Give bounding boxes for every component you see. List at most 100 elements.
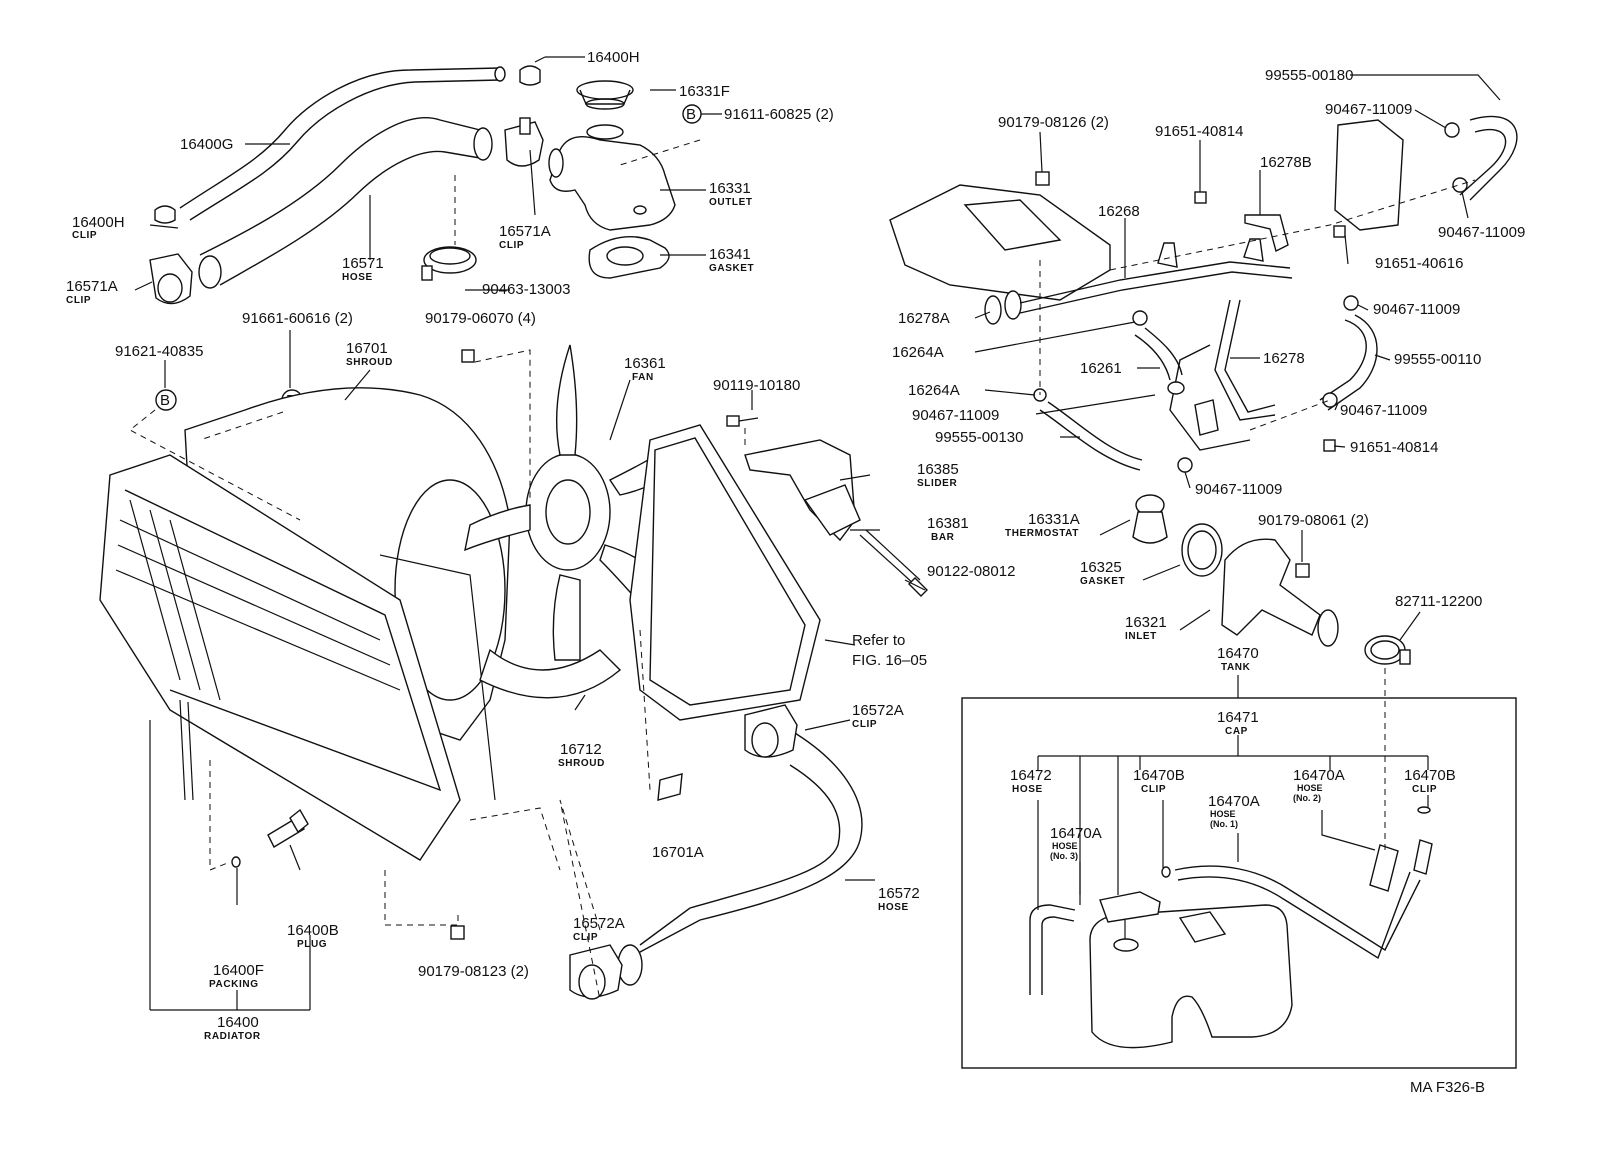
sublabel-16472: HOSE	[1012, 784, 1043, 795]
label-16572a-top: 16572A	[852, 702, 904, 719]
sublabel-outlet: OUTLET	[709, 197, 753, 208]
label-16400f: 16400F	[213, 962, 264, 979]
hose-16261-drawing	[1134, 327, 1185, 395]
sublabel-16471: CAP	[1225, 726, 1248, 737]
label-16571: 16571	[342, 255, 384, 272]
water-bypass-pipe-16268-drawing	[1019, 238, 1293, 314]
sublabel-16470b-a: CLIP	[1141, 784, 1166, 795]
circle-marker-b-left: B	[155, 389, 177, 411]
label-16470: 16470	[1217, 645, 1259, 662]
label-16381: 16381	[927, 515, 969, 532]
label-90467-11009-f: 90467-11009	[1195, 481, 1282, 498]
sublabel-16470: TANK	[1221, 662, 1251, 673]
label-16470a-no2: 16470A	[1293, 767, 1345, 784]
upper-bypass-hose-drawing	[179, 66, 506, 221]
sublabel-gasket-16341: GASKET	[709, 263, 754, 274]
sublabel-16571a-left: CLIP	[66, 295, 91, 306]
label-16400h-clip: 16400H	[72, 214, 125, 231]
label-16400g: 16400G	[180, 136, 233, 153]
label-16572a-bottom: 16572A	[573, 915, 625, 932]
thermostat-gasket-16325-drawing	[1181, 523, 1223, 577]
note-16470a-no1: (No. 1)	[1210, 819, 1238, 829]
label-16400: 16400	[217, 1014, 259, 1031]
label-91661-60616: 91661-60616 (2)	[242, 310, 353, 327]
packing-16400f-drawing	[231, 856, 241, 868]
sublabel-16400f: PACKING	[209, 979, 259, 990]
sublabel-16701: SHROUD	[346, 357, 393, 368]
label-16701: 16701	[346, 340, 388, 357]
labels: 16400H 16331F 91611-60825 (2) 16400G 163…	[66, 49, 1525, 1096]
label-90467-11009-e: 90467-11009	[912, 407, 999, 424]
slider-and-bar-drawing	[744, 439, 928, 597]
radiator-16400-drawing	[99, 454, 461, 861]
label-90467-11009-d: 90467-11009	[1340, 402, 1427, 419]
label-16341: 16341	[709, 246, 751, 263]
sublabel-16470a-no2: HOSE	[1297, 783, 1323, 793]
drain-plug-16400b-drawing	[267, 808, 309, 848]
label-91651-40814-top: 91651-40814	[1155, 123, 1243, 140]
label-16321: 16321	[1125, 614, 1167, 631]
radiator-cap-16331f-drawing	[576, 80, 634, 110]
label-16471: 16471	[1217, 709, 1259, 726]
water-pipe-16278-drawing	[1169, 299, 1276, 451]
label-99555-00130: 99555-00130	[935, 429, 1023, 446]
label-90467-11009-a: 90467-11009	[1325, 101, 1412, 118]
label-90467-11009-b: 90467-11009	[1438, 224, 1525, 241]
water-inlet-16321-drawing	[1221, 538, 1339, 647]
reservoir-cap-16471-drawing	[1099, 891, 1161, 952]
hose-clip-16572a-bottom-drawing	[569, 944, 623, 1000]
reference-line1: Refer to	[852, 632, 905, 649]
label-16470a-no3: 16470A	[1050, 825, 1102, 842]
label-90467-11009-c: 90467-11009	[1373, 301, 1460, 318]
label-16331a: 16331A	[1028, 511, 1080, 528]
figure-code: MA F326-B	[1410, 1079, 1485, 1096]
label-16701a: 16701A	[652, 844, 704, 861]
label-16261: 16261	[1080, 360, 1122, 377]
reservoir-tank-16470-drawing	[1089, 904, 1293, 1049]
label-16472: 16472	[1010, 767, 1052, 784]
reference-line2: FIG. 16–05	[852, 652, 927, 669]
sublabel-16571a-top: CLIP	[499, 240, 524, 251]
label-16264a-b: 16264A	[908, 382, 960, 399]
sublabel-16331a: THERMOSTAT	[1005, 528, 1079, 539]
label-16470b-b: 16470B	[1404, 767, 1456, 784]
bolt-91651-drawing	[1194, 191, 1346, 452]
fan-shroud-16701-drawing	[184, 387, 511, 801]
label-16268: 16268	[1098, 203, 1140, 220]
label-91621-40835: 91621-40835	[115, 343, 203, 360]
sublabel-16470a-no1: HOSE	[1210, 809, 1236, 819]
reservoir-tank-group-frame	[961, 697, 1517, 1069]
sublabel-16381: BAR	[931, 532, 955, 543]
outlet-gasket-16341-drawing	[588, 235, 670, 279]
label-82711-12200: 82711-12200	[1395, 593, 1482, 610]
label-16400b: 16400B	[287, 922, 339, 939]
water-outlet-16331-drawing	[548, 124, 676, 231]
circle-marker-label: B	[160, 392, 170, 409]
sublabel-16400b: PLUG	[297, 939, 327, 950]
sublabel-16572a-top: CLIP	[852, 719, 877, 730]
sublabel-16361: FAN	[632, 372, 654, 383]
fan-shroud-16712-drawing	[479, 424, 821, 721]
sublabel-16400h-clip: CLIP	[72, 230, 97, 241]
label-91651-40616: 91651-40616	[1375, 255, 1463, 272]
bolt-90119-drawing	[726, 415, 759, 427]
sublabel-16712: SHROUD	[558, 758, 605, 769]
hose-99555-00110-drawing	[1319, 314, 1378, 411]
nut-90179-08061-drawing	[1295, 563, 1310, 578]
nut-90179-06070-drawing	[461, 349, 475, 363]
label-16325: 16325	[1080, 559, 1122, 576]
label-16571a-left: 16571A	[66, 278, 118, 295]
hose-clip-small-drawing	[154, 205, 176, 224]
sublabel-16400: RADIATOR	[204, 1031, 261, 1042]
hose-clamp-90463-drawing	[421, 246, 477, 281]
label-16278b: 16278B	[1260, 154, 1312, 171]
bracket-16278b-drawing	[1244, 214, 1289, 253]
note-16470a-no3: (No. 3)	[1050, 851, 1078, 861]
reservoir-hoses-drawing	[1029, 806, 1433, 995]
hose-clamp-82711-drawing	[1364, 635, 1411, 665]
label-90119-10180: 90119-10180	[713, 377, 800, 394]
label-91651-40814-bottom: 91651-40814	[1350, 439, 1438, 456]
hose-clip-16571a-top-drawing	[504, 117, 544, 167]
thermostat-16331a-drawing	[1132, 494, 1168, 544]
